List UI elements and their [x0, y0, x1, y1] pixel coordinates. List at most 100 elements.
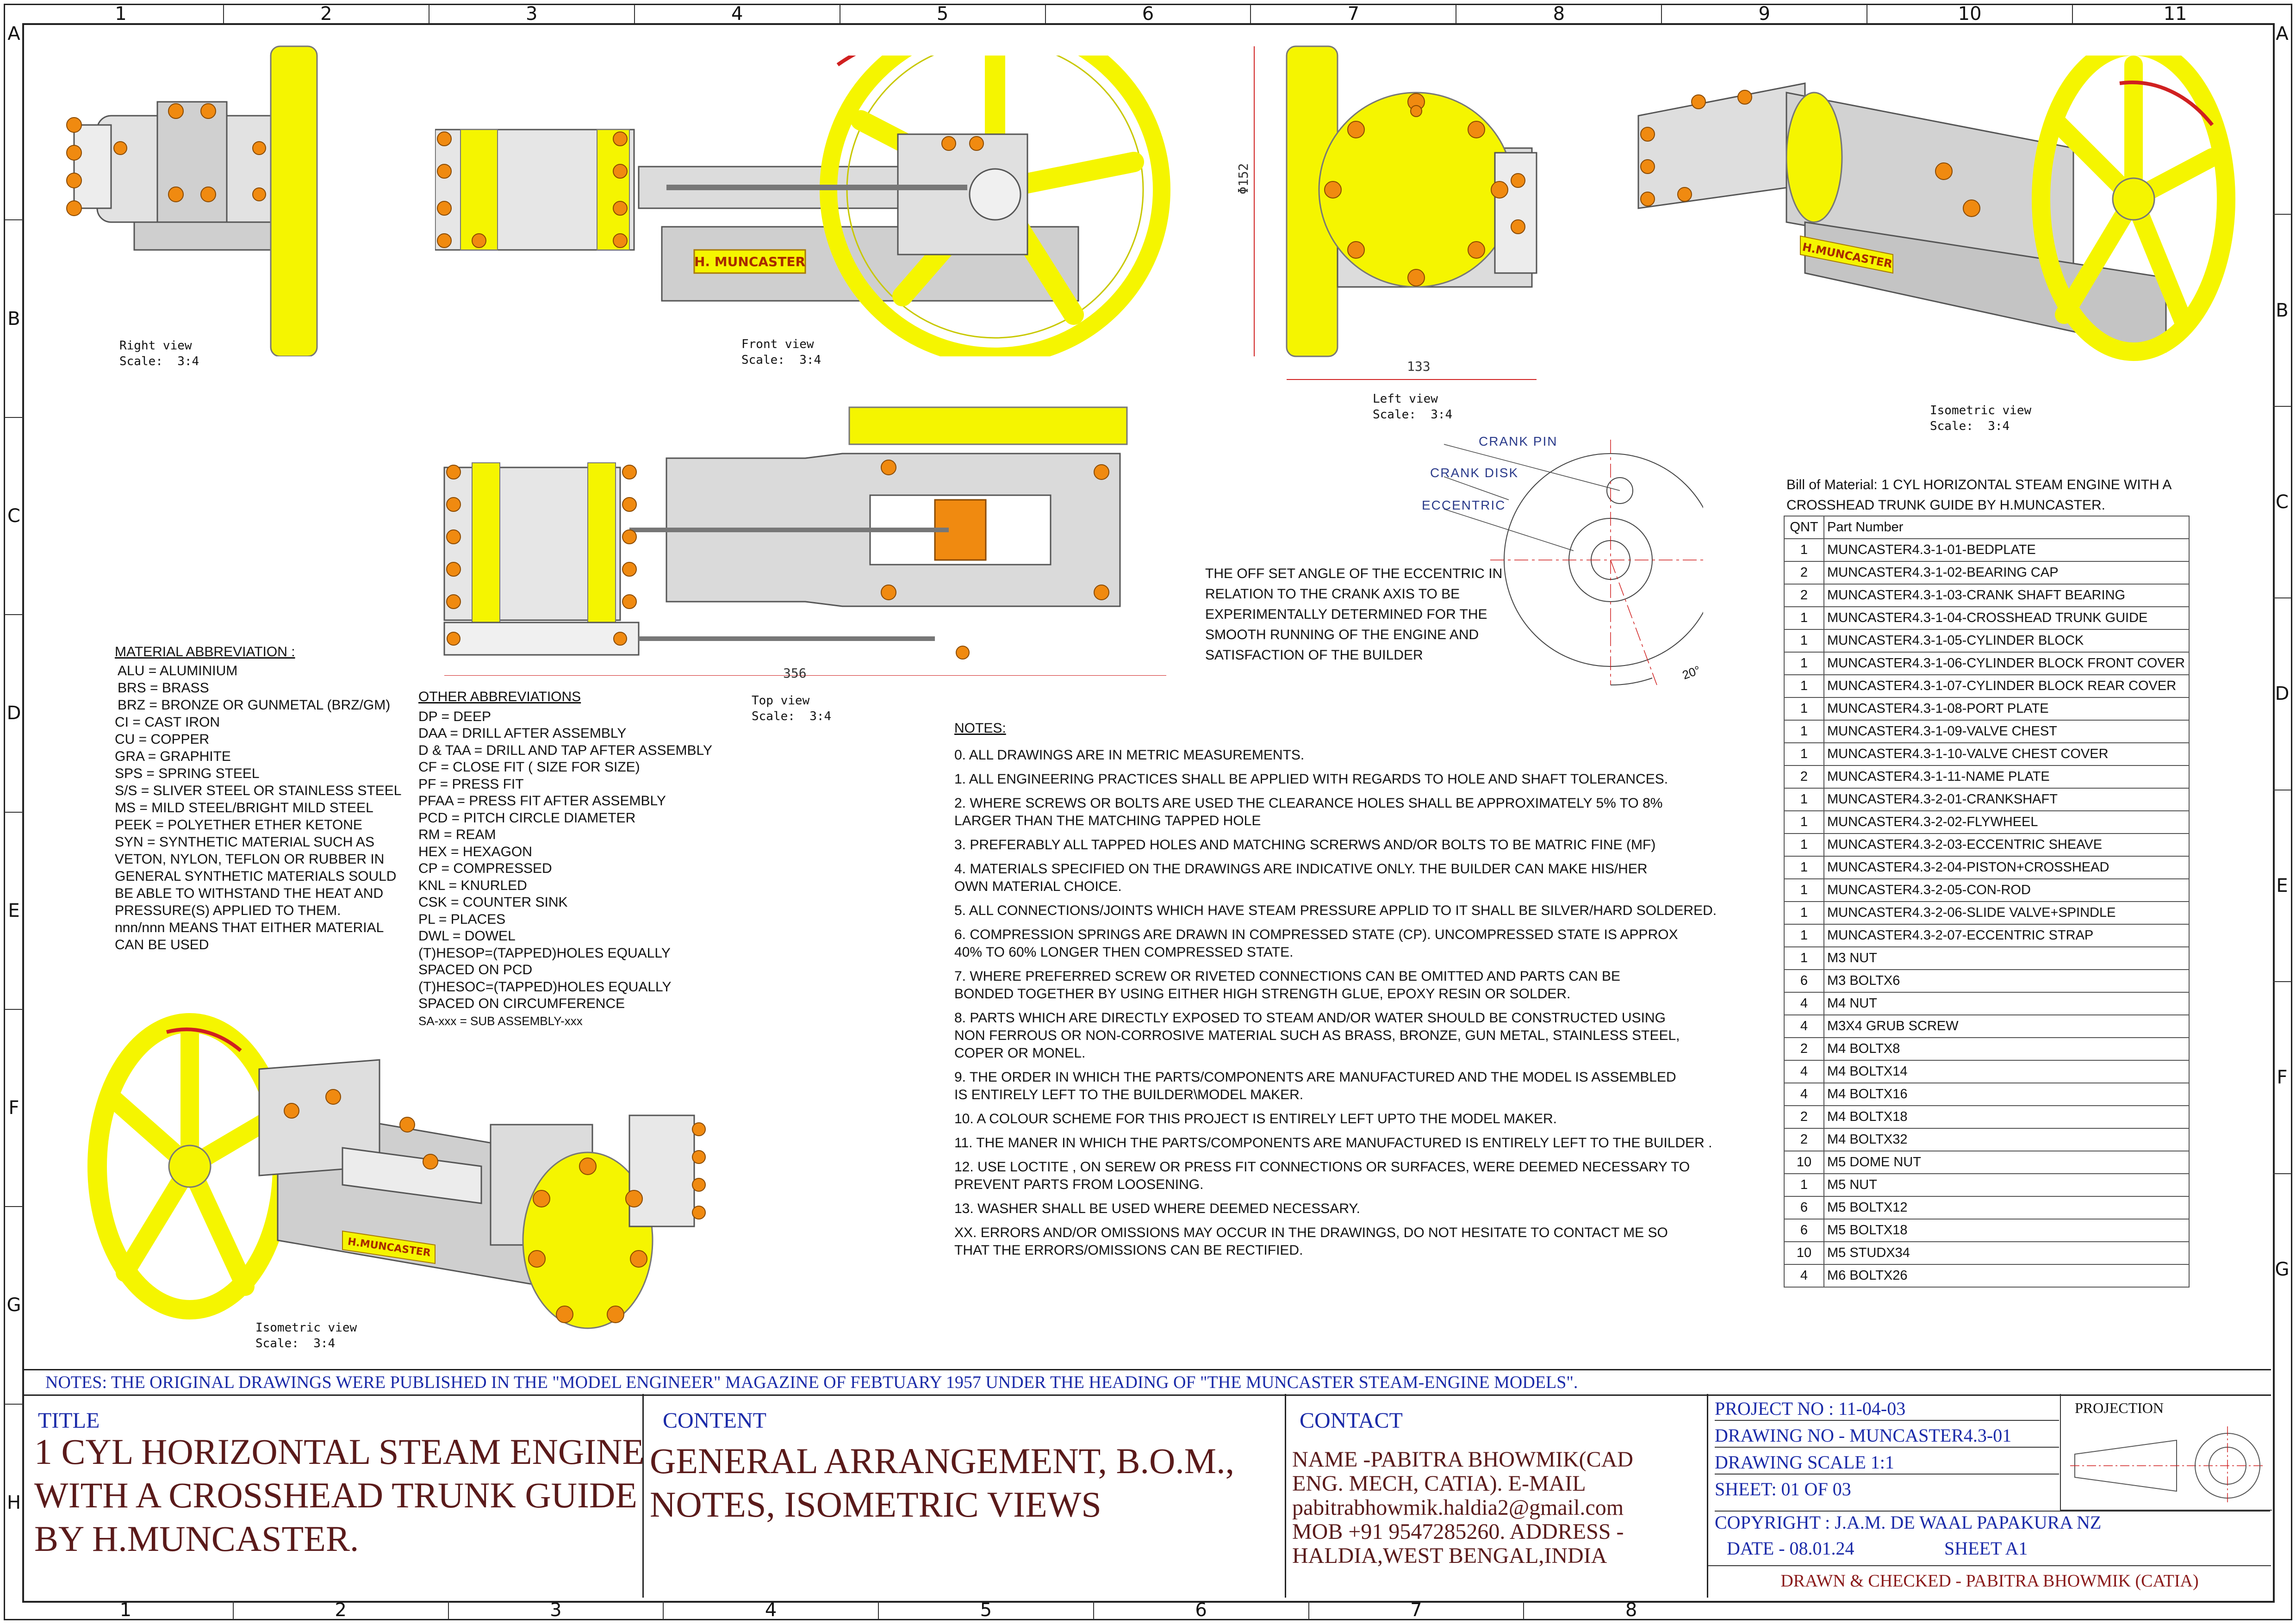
- view-name: Right view: [119, 339, 192, 353]
- note-line: 4. MATERIALS SPECIFIED ON THE DRAWINGS A…: [954, 861, 1648, 877]
- material-abbr-line: CI = CAST IRON: [115, 715, 220, 730]
- other-abbr-line: DP = DEEP: [418, 709, 492, 724]
- note-line: 11. THE MANER IN WHICH THE PARTS/COMPONE…: [954, 1135, 1712, 1151]
- note-item: 13. WASHER SHALL BE USED WHERE DEEMED NE…: [954, 1200, 1741, 1218]
- note-line: NON FERROUS OR NON-CORROSIVE MATERIAL SU…: [954, 1028, 1680, 1043]
- zone-col: 6: [1093, 1601, 1308, 1619]
- bom-qnt: 1: [1784, 742, 1824, 766]
- note-item: 11. THE MANER IN WHICH THE PARTS/COMPONE…: [954, 1134, 1741, 1152]
- inner-border: [22, 23, 2275, 1603]
- zone-row: E: [2273, 789, 2291, 981]
- front-view-drawing: H. MUNCASTER: [435, 56, 1170, 356]
- zone-col: 2: [232, 1601, 448, 1619]
- bom-title: Bill of Material: 1 CYL HORIZONTAL STEAM…: [1786, 475, 2172, 516]
- note-line: 6. COMPRESSION SPRINGS ARE DRAWN IN COMP…: [954, 927, 1678, 942]
- bom-qnt: 1: [1784, 697, 1824, 721]
- zone-row: D: [5, 614, 23, 811]
- bom-part-number: MUNCASTER4.3-2-03-ECCENTRIC SHEAVE: [1823, 833, 2190, 857]
- bom-qnt: 1: [1784, 924, 1824, 947]
- other-abbr-line: PL = PLACES: [418, 911, 506, 927]
- left-view-caption: Left view Scale: 3:4: [1373, 391, 1452, 423]
- tb-content: GENERAL ARRANGEMENT, B.O.M., NOTES, ISOM…: [650, 1439, 1234, 1526]
- note-line: 7. WHERE PREFERRED SCREW OR RIVETED CONN…: [954, 969, 1621, 984]
- note-line: BONDED TOGETHER BY USING EITHER HIGH STR…: [954, 986, 1571, 1002]
- zone-row: C: [2273, 405, 2291, 597]
- left-view-width-dim: 133: [1407, 359, 1431, 374]
- note-item: 4. MATERIALS SPECIFIED ON THE DRAWINGS A…: [954, 860, 1741, 896]
- note-line: 10. A COLOUR SCHEME FOR THIS PROJECT IS …: [954, 1111, 1557, 1126]
- right-view-drawing: [66, 45, 318, 356]
- bom-qnt: 2: [1784, 1105, 1824, 1129]
- tb-divider-1: [642, 1394, 644, 1598]
- zone-col: 7: [1250, 5, 1456, 23]
- top-view-drawing: [443, 406, 1166, 676]
- bom-qnt: 4: [1784, 1083, 1824, 1106]
- material-abbr-line: nnn/nnn MEANS THAT EITHER MATERIAL: [115, 920, 384, 935]
- bom-qnt: 2: [1784, 561, 1824, 585]
- bom-part-number: M4 BOLTX8: [1823, 1037, 2190, 1061]
- bom-part-number: M5 STUDX34: [1823, 1241, 2190, 1265]
- bom-qnt: 1: [1784, 674, 1824, 698]
- note-item: 1. ALL ENGINEERING PRACTICES SHALL BE AP…: [954, 771, 1741, 788]
- bom-qnt: 1: [1784, 1173, 1824, 1197]
- top-view-caption: Top view Scale: 3:4: [752, 693, 831, 724]
- other-abbr-line: SPACED ON PCD: [418, 962, 533, 977]
- other-abbr-line: DWL = DOWEL: [418, 928, 516, 944]
- tb-drawing-scale: DRAWING SCALE 1:1: [1715, 1451, 2059, 1475]
- bom-part-number: M4 NUT: [1823, 992, 2190, 1015]
- zone-col: 10: [1867, 5, 2072, 23]
- material-abbr-line: BRZ = BRONZE OR GUNMETAL (BRZ/GM): [118, 697, 391, 713]
- bom-part-number: MUNCASTER4.3-2-01-CRANKSHAFT: [1823, 788, 2190, 811]
- bom-qnt: 6: [1784, 1219, 1824, 1242]
- other-abbr-line: DAA = DRILL AFTER ASSEMBLY: [418, 726, 627, 741]
- bom-qnt: 10: [1784, 1241, 1824, 1265]
- other-abbr-line: HEX = HEXAGON: [418, 844, 532, 859]
- bom-qnt: 1: [1784, 833, 1824, 857]
- eccentric-note-line: SMOOTH RUNNING OF THE ENGINE AND: [1205, 627, 1479, 642]
- bom-part-number: MUNCASTER4.3-2-06-SLIDE VALVE+SPINDLE: [1823, 901, 2190, 925]
- bom-qnt: 2: [1784, 584, 1824, 607]
- zone-row: D: [2273, 597, 2291, 789]
- tb-projection-box: PROJECTION: [2060, 1394, 2272, 1511]
- zone-rows-left: A B C D E F G H: [5, 23, 23, 1601]
- zone-col: 3: [448, 1601, 663, 1619]
- tb-drawn: DRAWN & CHECKED - PABITRA BHOWMIK (CATIA…: [1708, 1565, 2271, 1591]
- bom-qnt: 4: [1784, 1264, 1824, 1288]
- view-name: Isometric view: [255, 1321, 357, 1335]
- tb-contact-line: HALDIA,WEST BENGAL,INDIA: [1292, 1543, 1607, 1568]
- isometric-view-2-caption: Isometric view Scale: 3:4: [255, 1320, 357, 1351]
- zone-row: A: [2276, 23, 2289, 44]
- note-line: 3. PREFERABLY ALL TAPPED HOLES AND MATCH…: [954, 837, 1656, 852]
- note-item: 2. WHERE SCREWS OR BOLTS ARE USED THE CL…: [954, 795, 1741, 830]
- eccentric-note-line: RELATION TO THE CRANK AXIS TO BE: [1205, 586, 1460, 602]
- note-item: XX. ERRORS AND/OR OMISSIONS MAY OCCUR IN…: [954, 1224, 1741, 1259]
- bom-header-qnt: QNT: [1784, 516, 1824, 539]
- material-abbr-line: CAN BE USED: [115, 937, 209, 952]
- zone-row: E: [5, 811, 23, 1009]
- bom-part-number: M4 BOLTX32: [1823, 1128, 2190, 1151]
- outer-border: [4, 4, 2292, 1620]
- bom-part-number: MUNCASTER4.3-1-01-BEDPLATE: [1823, 538, 2190, 562]
- bom-qnt: 4: [1784, 992, 1824, 1015]
- bom-part-number: MUNCASTER4.3-1-09-VALVE CHEST: [1823, 720, 2190, 743]
- zone-col: 3: [428, 5, 634, 23]
- tb-title-line: BY H.MUNCASTER.: [34, 1518, 359, 1559]
- view-scale: Scale: 3:4: [119, 355, 199, 368]
- bom-part-number: MUNCASTER4.3-1-07-CYLINDER BLOCK REAR CO…: [1823, 674, 2190, 698]
- zone-col: 5: [839, 5, 1045, 23]
- zone-columns-bottom: 1 2 3 4 5 6 7 8: [19, 1601, 1738, 1619]
- left-view-diameter-dim: Φ152: [1236, 163, 1251, 194]
- note-line: 13. WASHER SHALL BE USED WHERE DEEMED NE…: [954, 1201, 1360, 1216]
- material-abbr-line: GRA = GRAPHITE: [115, 749, 231, 764]
- bom-part-number: M6 BOLTX26: [1823, 1264, 2190, 1288]
